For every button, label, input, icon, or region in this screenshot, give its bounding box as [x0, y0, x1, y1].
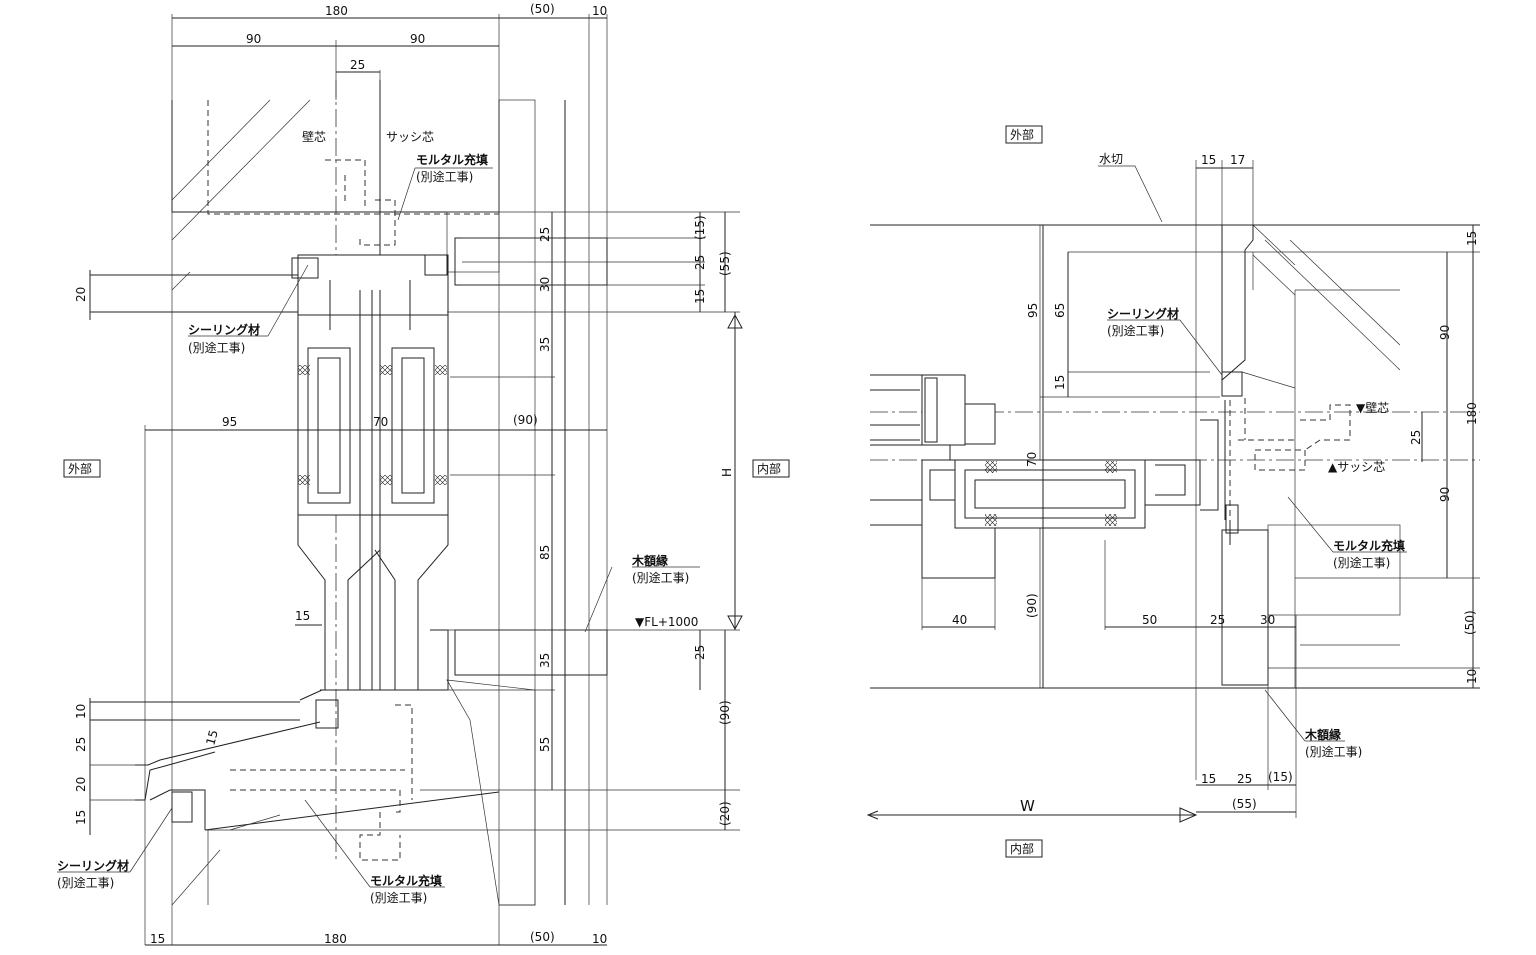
dim-bottom-50: (50) [530, 930, 555, 944]
sealing-bottom-label: シーリング材 [57, 858, 129, 873]
sash-center-right: ▲サッシ芯 [1328, 460, 1385, 474]
sealing-label-right: シーリング材 [1107, 306, 1179, 321]
interior-label: 内部 [757, 461, 781, 476]
wood-trim-top [454, 237, 608, 286]
sealing-top-note: (別途工事) [188, 340, 245, 355]
dim-95: 95 [222, 415, 237, 429]
sealing-note-right: (別途工事) [1107, 323, 1164, 338]
dim-25: 25 [538, 227, 552, 242]
dim-90rr2: 90 [1438, 487, 1452, 502]
dim-35: 35 [538, 337, 552, 352]
sealing-bottom-note: (別途工事) [57, 875, 114, 890]
sash-frame [291, 254, 449, 729]
dim-top-10: 10 [592, 4, 607, 18]
dim-90rr: 90 [1438, 325, 1452, 340]
dim-top-15: 15 [1201, 153, 1216, 167]
dim-90p: (90) [718, 700, 732, 725]
wood-trim-note: (別途工事) [632, 570, 689, 585]
dim-85: 85 [538, 545, 552, 560]
exterior-label-right: 外部 [1010, 127, 1034, 142]
interior-label-right: 内部 [1010, 841, 1034, 856]
wood-trim-note-right: (別途工事) [1305, 744, 1362, 759]
wood-trim-label-right: 木額縁 [1304, 727, 1341, 742]
dim-bottom-10: 10 [592, 932, 607, 946]
dim-30: 30 [538, 277, 552, 292]
dim-bottom-180: 180 [324, 932, 347, 946]
dim-90-mid: (90) [513, 413, 538, 427]
dim-top-25: 25 [350, 58, 365, 72]
dim-15-left: 15 [74, 810, 88, 825]
dim-40: 40 [952, 613, 967, 627]
dim-55: 55 [538, 737, 552, 752]
dim-90pr: (90) [1025, 593, 1039, 618]
dim-30b: 30 [1260, 613, 1275, 627]
dim-65: 65 [1053, 303, 1067, 318]
dim-180rr: 180 [1465, 402, 1479, 425]
dim-10rr: 10 [1465, 669, 1479, 684]
dim-25rr: 25 [1409, 430, 1423, 445]
dim-15-frame: 15 [295, 609, 310, 623]
sealing-top-label: シーリング材 [188, 322, 260, 337]
mortar-fill-top-label: モルタル充填 [416, 152, 488, 167]
dim-top-50: (50) [530, 2, 555, 16]
sash-frame-plan [870, 374, 1239, 579]
dim-20p: (20) [718, 801, 732, 826]
dim-15rr: 15 [1465, 231, 1479, 246]
wood-trim-label: 木額縁 [631, 553, 668, 568]
dim-20b-left: 20 [74, 777, 88, 792]
level-marker [727, 313, 743, 631]
dim-55p: (55) [718, 251, 732, 276]
dim-25b: 25 [1210, 613, 1225, 627]
right-outer-dims: (15) 25 15 (55) H 25 (90) (20) [693, 215, 734, 826]
dim-25fl: 25 [693, 645, 707, 660]
wall-center-right: ▼壁芯 [1356, 400, 1389, 415]
dim-15-sill: 15 [203, 728, 220, 746]
dim-20-left: 20 [74, 287, 88, 302]
exterior-label: 外部 [68, 461, 92, 476]
dim-50rr: (50) [1463, 610, 1477, 635]
mortar-note-right: (別途工事) [1333, 555, 1390, 570]
dim-10-left: 10 [74, 704, 88, 719]
floor-level-label: ▼FL+1000 [635, 615, 698, 629]
insulation [498, 99, 536, 906]
dim-bottom-15: 15 [150, 932, 165, 946]
dim-top-90b: 90 [410, 32, 425, 46]
wood-trim-right [1221, 529, 1269, 686]
dim-top-180: 180 [325, 4, 348, 18]
flashing-label: 水切 [1099, 152, 1123, 166]
dim-70r: 70 [1025, 452, 1039, 467]
wood-trim-bottom [454, 629, 608, 676]
dim-25c: 25 [1237, 772, 1252, 786]
dim-95r: 95 [1026, 303, 1040, 318]
wall-center-mark: 壁芯 [302, 129, 326, 144]
dim-25-left: 25 [74, 737, 88, 752]
dim-25r: 25 [693, 255, 707, 270]
dim-15r: 15 [693, 289, 707, 304]
right-inner-dims: 25 30 35 85 35 55 [538, 227, 552, 752]
sash-center-mark: サッシ芯 [386, 130, 434, 144]
dim-15lr: 15 [1053, 375, 1067, 390]
dim-70: 70 [373, 415, 388, 429]
dim-55pb: (55) [1232, 797, 1257, 811]
dim-15pb: (15) [1268, 770, 1293, 784]
mortar-fill-bottom-label: モルタル充填 [370, 873, 442, 888]
dim-15p: (15) [693, 215, 707, 240]
dim-top-17: 17 [1230, 153, 1245, 167]
mortar-fill-top-note: (別途工事) [416, 169, 473, 184]
mortar-label-right: モルタル充填 [1333, 538, 1405, 553]
dim-15b: 15 [1201, 772, 1216, 786]
mortar-fill-bottom-note: (別途工事) [370, 890, 427, 905]
dim-50: 50 [1142, 613, 1157, 627]
width-label: W [1020, 797, 1035, 815]
horizontal-section: 15 17 水切 95 65 15 70 (90) 15 90 180 25 9… [866, 125, 1480, 858]
dim-35b: 35 [538, 653, 552, 668]
vertical-section: 180 (50) 10 90 90 25 壁芯 サッシ芯 [57, 2, 790, 946]
dim-top-90a: 90 [246, 32, 261, 46]
dim-h: H [720, 468, 734, 477]
